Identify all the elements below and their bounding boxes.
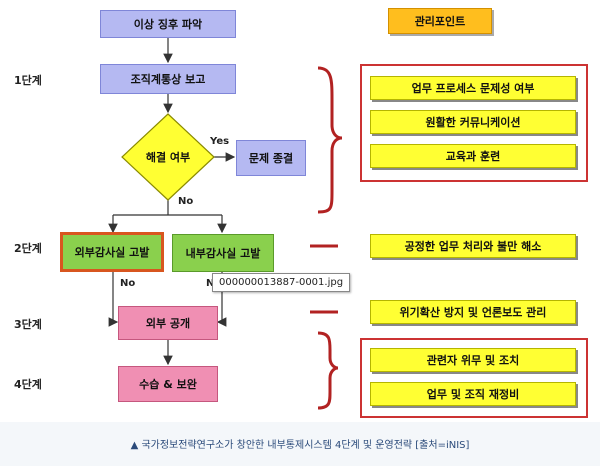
stage4-points-frame [360,338,588,418]
stage-3-label: 3단계 [14,318,42,331]
connector-lines [108,38,343,410]
detect-anomaly-box: 이상 징후 파악 [100,10,236,38]
report-box: 조직계통상 보고 [100,64,236,94]
external-audit-box: 외부감사실 고발 [60,232,164,272]
figure-caption: ▲ 국가정보전략연구소가 창안한 내부통제시스템 4단계 및 운영전략 [출처=… [130,440,470,451]
stage-4-label: 4단계 [14,378,42,391]
point-fair-handling: 공정한 업무 처리와 불만 해소 [370,234,576,258]
brace-stage1 [317,66,343,214]
brace-stage4 [317,331,339,410]
remedy-box: 수습 & 보완 [118,366,218,402]
image-filename-tooltip: 000000013887-0001.jpg [212,273,351,292]
no-label: No [178,196,194,207]
no-left-label: No [120,278,136,289]
point-personnel-care: 관련자 위무 및 조치 [370,348,576,372]
yes-label: Yes [210,136,230,147]
point-communication: 원활한 커뮤니케이션 [370,110,576,134]
diagram-canvas: 1단계 2단계 3단계 4단계 이상 징후 파악 조직계통상 보고 해결 여부 … [0,0,600,422]
stage-1-label: 1단계 [14,74,42,87]
no-right-label: N [206,278,215,289]
point-reorganization: 업무 및 조직 재정비 [370,382,576,406]
point-process-issue: 업무 프로세스 문제성 여부 [370,76,576,100]
management-header: 관리포인트 [388,8,492,34]
internal-audit-box: 내부감사실 고발 [172,234,274,272]
public-disclosure-box: 외부 공개 [118,306,218,340]
problem-closed-box: 문제 종결 [236,140,306,176]
stage1-points-frame [360,64,588,182]
decision-label: 해결 여부 [145,151,191,164]
decision-diamond [121,113,215,201]
point-crisis-media: 위기확산 방지 및 언론보도 관리 [370,300,576,324]
stage-2-label: 2단계 [14,242,42,255]
point-training: 교육과 훈련 [370,144,576,168]
